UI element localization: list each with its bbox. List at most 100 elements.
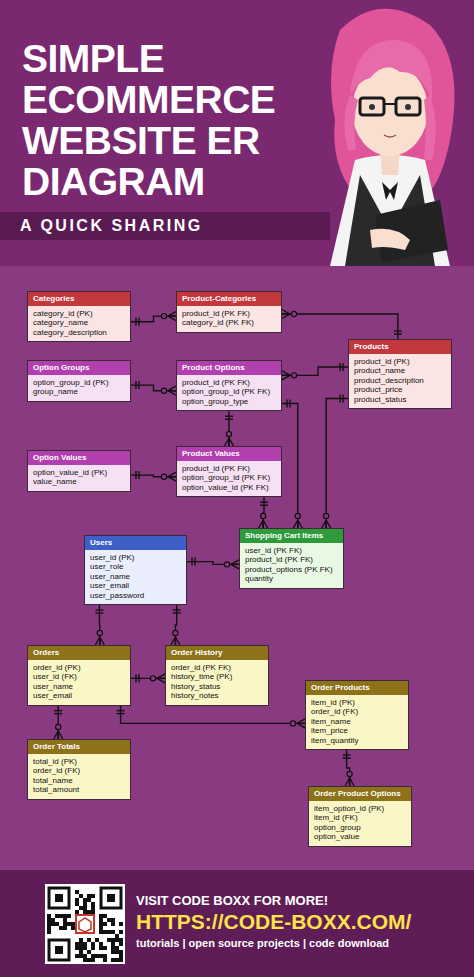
table-name: Product-Categories [177, 292, 281, 306]
subtitle-band-text: A QUICK SHARING [20, 217, 203, 235]
table-field: user_password [90, 591, 181, 600]
table-field: product_id (PK FK) [245, 555, 338, 564]
table-field: product_options (PK FK) [245, 565, 338, 574]
table-body: category_id (PK)category_namecategory_de… [28, 306, 130, 341]
table-field: category_description [33, 328, 125, 337]
entity-table: Categoriescategory_id (PK)category_namec… [27, 291, 131, 342]
table-name: Orders [28, 646, 130, 660]
relation-connector [282, 400, 302, 528]
table-name: Option Groups [28, 361, 130, 375]
table-field: item_id (PK) [311, 698, 403, 707]
table-field: order_id (FK) [33, 766, 125, 775]
entity-table: Product Valuesproduct_id (PK FK)option_g… [176, 446, 282, 497]
table-field: option_group_type [182, 397, 276, 406]
table-field: category_name [33, 318, 125, 327]
table-field: product_name [354, 366, 446, 375]
table-field: order_id (FK) [311, 707, 403, 716]
table-field: total_amount [33, 785, 125, 794]
table-name: Products [349, 340, 451, 354]
table-field: order_id (PK FK) [171, 663, 263, 672]
table-field: history_notes [171, 691, 263, 700]
table-body: product_id (PK FK)option_group_id (PK FK… [177, 375, 281, 410]
table-field: history_time (PK) [171, 672, 263, 681]
qr-code [45, 884, 125, 964]
entity-table: Order Product Optionsitem_option_id (PK)… [308, 786, 412, 847]
entity-table: Usersuser_id (PK)user_roleuser_nameuser_… [84, 535, 187, 605]
table-name: Order History [166, 646, 268, 660]
table-field: user_id (FK) [33, 672, 125, 681]
entity-table: Order Totalstotal_id (PK)order_id (FK)to… [27, 739, 131, 800]
relation-connector [322, 395, 348, 528]
table-field: user_email [90, 581, 181, 590]
table-name: Users [85, 536, 186, 550]
table-body: product_id (PK FK)option_group_id (PK FK… [177, 461, 281, 496]
table-field: product_id (PK FK) [182, 378, 276, 387]
table-field: total_id (PK) [33, 757, 125, 766]
table-field: user_name [90, 572, 181, 581]
table-body: user_id (PK FK)product_id (PK FK)product… [240, 543, 343, 588]
relation-connector [54, 706, 63, 739]
table-name: Categories [28, 292, 130, 306]
table-field: option_group_id (PK) [33, 378, 125, 387]
table-body: product_id (PK)product_nameproduct_descr… [349, 354, 451, 408]
table-field: item_id (FK) [314, 813, 406, 822]
table-name: Shopping Cart Items [240, 529, 343, 543]
footer-text: VISIT CODE BOXX FOR MORE! [136, 893, 328, 908]
table-name: Option Values [28, 451, 130, 465]
table-body: item_option_id (PK)item_id (FK)option_gr… [309, 801, 411, 846]
table-field: user_role [90, 562, 181, 571]
table-field: product_description [354, 376, 446, 385]
table-body: order_id (PK)user_id (FK)user_nameuser_e… [28, 660, 130, 705]
table-name: Order Product Options [309, 787, 411, 801]
table-field: product_id (PK FK) [182, 464, 276, 473]
relation-connector [171, 605, 181, 645]
table-field: category_id (PK) [33, 309, 125, 318]
relation-connector [95, 605, 104, 645]
character-illustration [300, 0, 474, 266]
table-field: option_group_id (PK FK) [182, 387, 276, 396]
table-field: user_id (PK FK) [245, 546, 338, 555]
relation-connector [117, 706, 305, 728]
entity-table: Product-Categoriesproduct_id (PK FK)cate… [176, 291, 282, 333]
table-field: item_option_id (PK) [314, 804, 406, 813]
entity-table: Product Optionsproduct_id (PK FK)option_… [176, 360, 282, 411]
table-field: item_quantity [311, 736, 403, 745]
table-field: product_id (PK) [354, 357, 446, 366]
table-field: user_email [33, 691, 125, 700]
relation-connector [131, 381, 176, 395]
table-field: product_id (PK FK) [182, 309, 276, 318]
page-title: SIMPLE ECOMMERCE WEBSITE ER DIAGRAM [22, 38, 312, 202]
table-body: option_group_id (PK)group_name [28, 375, 130, 401]
table-name: Product Options [177, 361, 281, 375]
relation-connector [282, 363, 348, 380]
relation-connector [131, 312, 176, 326]
table-body: option_value_id (PK)value_name [28, 465, 130, 491]
table-field: quantity [245, 574, 338, 583]
table-field: group_name [33, 387, 125, 396]
relation-connector [259, 497, 268, 528]
table-field: user_name [33, 682, 125, 691]
table-field: item_price [311, 726, 403, 735]
table-body: user_id (PK)user_roleuser_nameuser_email… [85, 550, 186, 604]
table-field: option_value_id (PK) [33, 468, 125, 477]
table-field: option_group [314, 823, 406, 832]
relation-connector [282, 309, 402, 339]
table-body: product_id (PK FK)category_id (PK FK) [177, 306, 281, 332]
relation-connector [225, 411, 234, 446]
table-field: option_value [314, 832, 406, 841]
table-name: Product Values [177, 447, 281, 461]
footer-tagline: tutorials | open source projects | code … [136, 936, 389, 950]
table-field: order_id (PK) [33, 663, 125, 672]
entity-table: Option Valuesoption_value_id (PK)value_n… [27, 450, 131, 492]
table-body: order_id (PK FK)history_time (PK)history… [166, 660, 268, 705]
table-field: history_status [171, 682, 263, 691]
relation-connector [343, 750, 355, 786]
table-field: option_value_id (PK FK) [182, 483, 276, 492]
entity-table: Productsproduct_id (PK)product_nameprodu… [348, 339, 452, 409]
table-field: option_group_id (PK FK) [182, 473, 276, 482]
table-field: value_name [33, 477, 125, 486]
entity-table: Shopping Cart Itemsuser_id (PK FK)produc… [239, 528, 344, 589]
footer-url: HTTPS://CODE-BOXX.COM/ [136, 910, 411, 934]
relation-connector [131, 471, 176, 481]
table-field: total_name [33, 776, 125, 785]
